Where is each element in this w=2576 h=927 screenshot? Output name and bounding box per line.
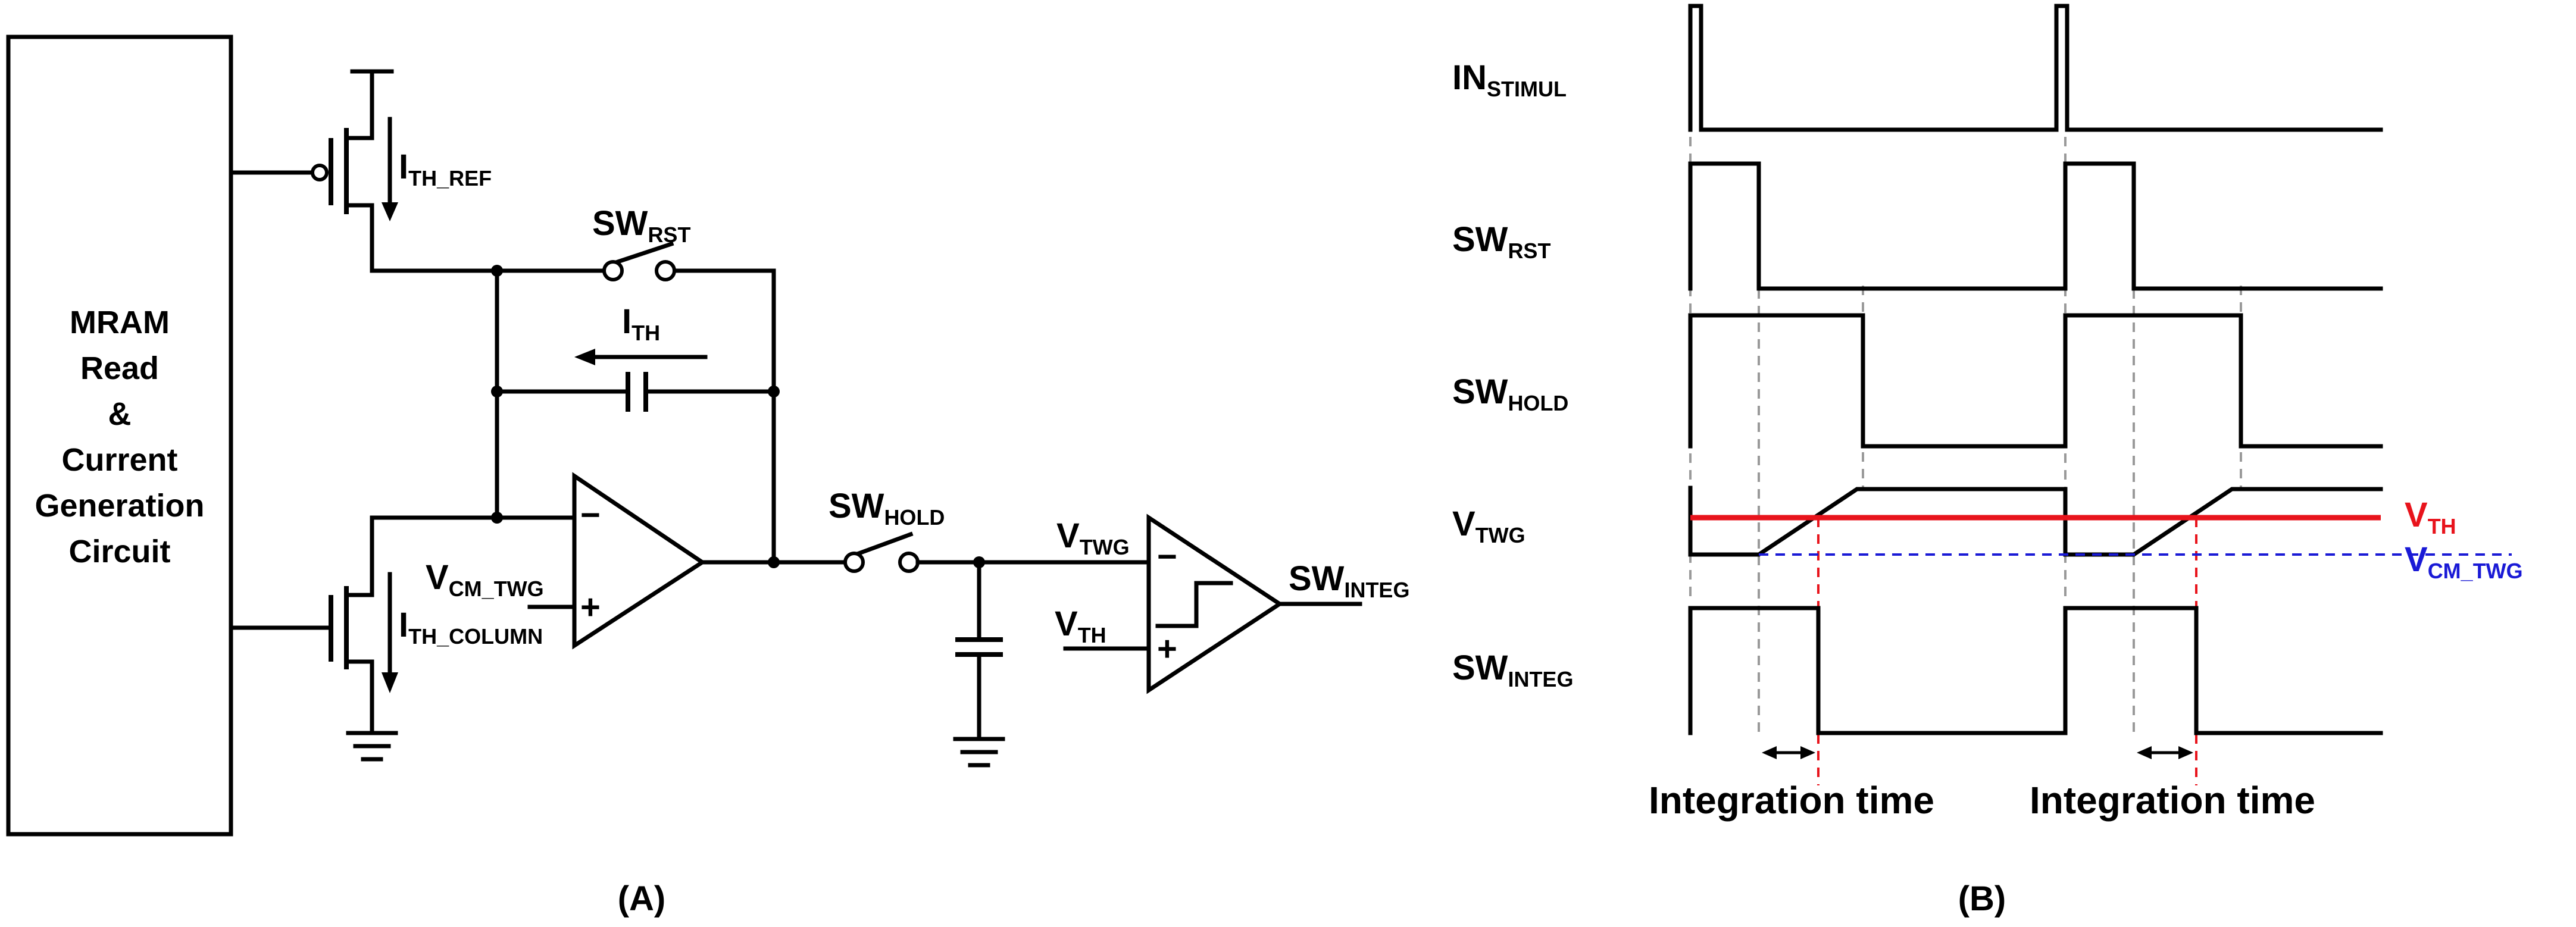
- integration-time-label-1: Integration time: [1649, 779, 1934, 822]
- waveform-in-stimul: [1688, 4, 2383, 132]
- vth-label: VTH: [1055, 605, 1106, 647]
- ground-symbol-capacitor: [953, 737, 1005, 768]
- ith-ref-label: ITH_REF: [399, 148, 492, 190]
- ith-arrow: [574, 349, 595, 365]
- mram-block-line-3: &: [108, 396, 132, 432]
- ith-ref-arrow: [382, 202, 398, 221]
- integration-time-arrow-2: [2137, 746, 2193, 759]
- sw-hold-label: SWHOLD: [829, 487, 945, 530]
- sw-rst-label: SWRST: [592, 204, 690, 247]
- waveform-vtwg: [1688, 486, 2383, 557]
- timing-guide-lines: [1689, 137, 2242, 732]
- sw-rst-switch: [602, 241, 676, 281]
- vcm-twg-timing-label: VCM_TWG: [2405, 540, 2523, 583]
- timing-diagram: INSTIMUL SWRST SWHOLD VTWG SWINTEG VTH V…: [1452, 4, 2523, 822]
- timing-label-sw-integ: SWINTEG: [1452, 649, 1573, 691]
- ground-symbol-nmos: [346, 731, 398, 762]
- mram-block-line-2: Read: [80, 350, 159, 386]
- mram-block-line-5: Generation: [35, 488, 204, 524]
- threshold-crossing-lines: [1817, 518, 2197, 785]
- mram-block-line-1: MRAM: [70, 305, 170, 340]
- integrator-opamp: [572, 472, 706, 650]
- vth-timing-label: VTH: [2405, 496, 2456, 538]
- panel-label-b: (B): [1958, 879, 2006, 918]
- comparator-hysteresis-icon: [1155, 581, 1233, 628]
- timing-label-in-stimul: INSTIMUL: [1452, 58, 1567, 101]
- comparator-minus-sign: −: [1157, 537, 1177, 576]
- panel-label-a: (A): [618, 879, 666, 918]
- mram-block: [6, 35, 233, 837]
- opamp-minus-sign: −: [580, 496, 601, 534]
- waveform-sw-rst: [1688, 161, 2383, 291]
- ith-column-label: ITH_COLUMN: [399, 606, 543, 649]
- mram-block-line-4: Current: [61, 442, 177, 478]
- waveform-sw-integ: [1688, 606, 2383, 735]
- timing-label-sw-rst: SWRST: [1452, 220, 1550, 263]
- waveform-sw-hold: [1688, 313, 2383, 449]
- opamp-plus-sign: +: [580, 588, 601, 627]
- comparator-plus-sign: +: [1157, 630, 1177, 668]
- timing-label-vtwg: VTWG: [1452, 505, 1525, 547]
- sw-integ-output-label: SWINTEG: [1289, 559, 1409, 602]
- pmos-transistor: [229, 69, 394, 273]
- circuit-schematic: MRAM Read & Current Generation Circuit I…: [6, 35, 1409, 837]
- vcm-twg-label: VCM_TWG: [426, 558, 544, 601]
- nmos-transistor: [229, 515, 374, 734]
- integration-time-arrow-1: [1762, 746, 1815, 759]
- mram-block-line-6: Circuit: [68, 534, 170, 569]
- comparator: [1146, 513, 1284, 694]
- integration-time-label-2: Integration time: [2030, 779, 2315, 822]
- vtwg-label: VTWG: [1056, 516, 1130, 559]
- ith-label: ITH: [622, 302, 660, 345]
- ith-column-arrow: [382, 672, 398, 693]
- sw-hold-switch: [843, 531, 920, 573]
- timing-label-sw-hold: SWHOLD: [1452, 372, 1568, 415]
